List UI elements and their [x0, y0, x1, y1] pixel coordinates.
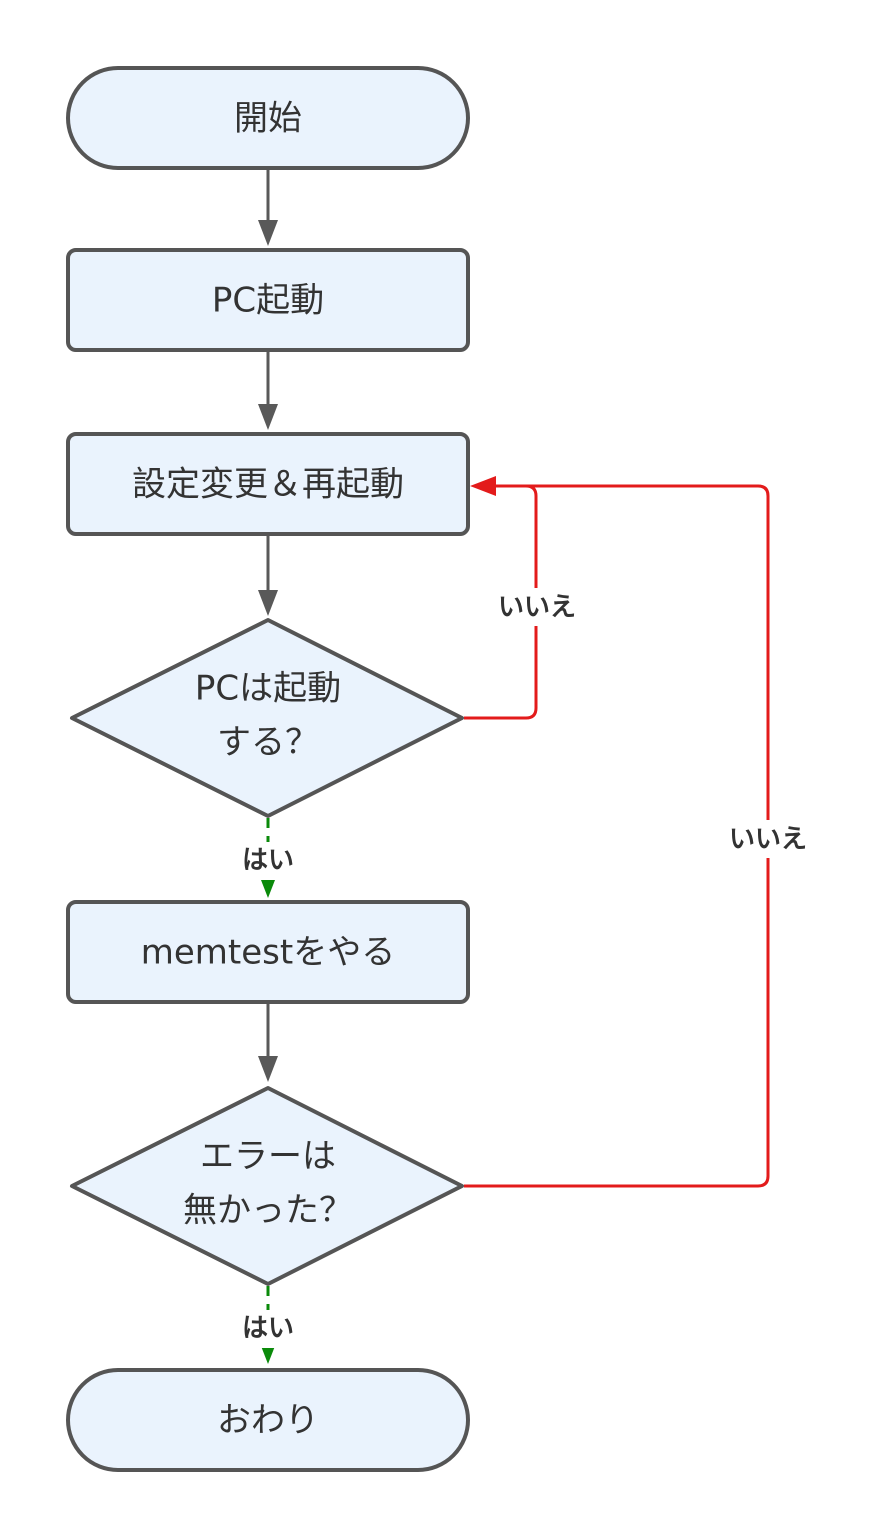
node-pc-boots-decision: PCは起動 する？	[70, 618, 464, 818]
node-start-label: 開始	[234, 99, 302, 139]
edge-error-decision-yes-to-end	[261, 1286, 275, 1364]
node-run-memtest: memtestをやる	[66, 900, 470, 1004]
edge-label-no-1: いいえ	[490, 588, 584, 626]
edge-label-no-2: いいえ	[721, 820, 815, 858]
svg-text:はい: はい	[242, 1314, 294, 1344]
node-pc-boot-label: PC起動	[212, 281, 324, 321]
decision-1-line-1: PCは起動	[195, 669, 341, 709]
node-pc-boot: PC起動	[66, 248, 470, 352]
node-settings-restart-label: 設定変更＆再起動	[132, 465, 404, 505]
svg-text:はい: はい	[242, 846, 294, 876]
node-start: 開始	[66, 66, 470, 170]
edge-decision-yes-to-memtest	[261, 818, 275, 898]
node-run-memtest-label: memtestをやる	[141, 933, 395, 973]
decision-1-line-2: する？	[217, 723, 319, 763]
edge-memtest-to-error-decision	[258, 1004, 278, 1082]
edge-pc-boot-to-settings-restart	[258, 352, 278, 430]
svg-text:いいえ: いいえ	[729, 825, 807, 855]
decision-2-line-2: 無かった？	[183, 1191, 353, 1231]
edge-start-to-pc-boot	[258, 170, 278, 246]
node-end-label: おわり	[217, 1401, 319, 1441]
svg-text:いいえ: いいえ	[498, 593, 576, 623]
edge-settings-restart-to-decision	[258, 536, 278, 616]
node-end: おわり	[66, 1368, 470, 1472]
edge-label-yes-1: はい	[234, 842, 302, 880]
edge-label-yes-2: はい	[234, 1310, 302, 1348]
node-settings-restart: 設定変更＆再起動	[66, 432, 470, 536]
decision-2-line-1: エラーは	[200, 1137, 336, 1177]
node-no-errors-decision: エラーは 無かった？	[70, 1086, 464, 1286]
